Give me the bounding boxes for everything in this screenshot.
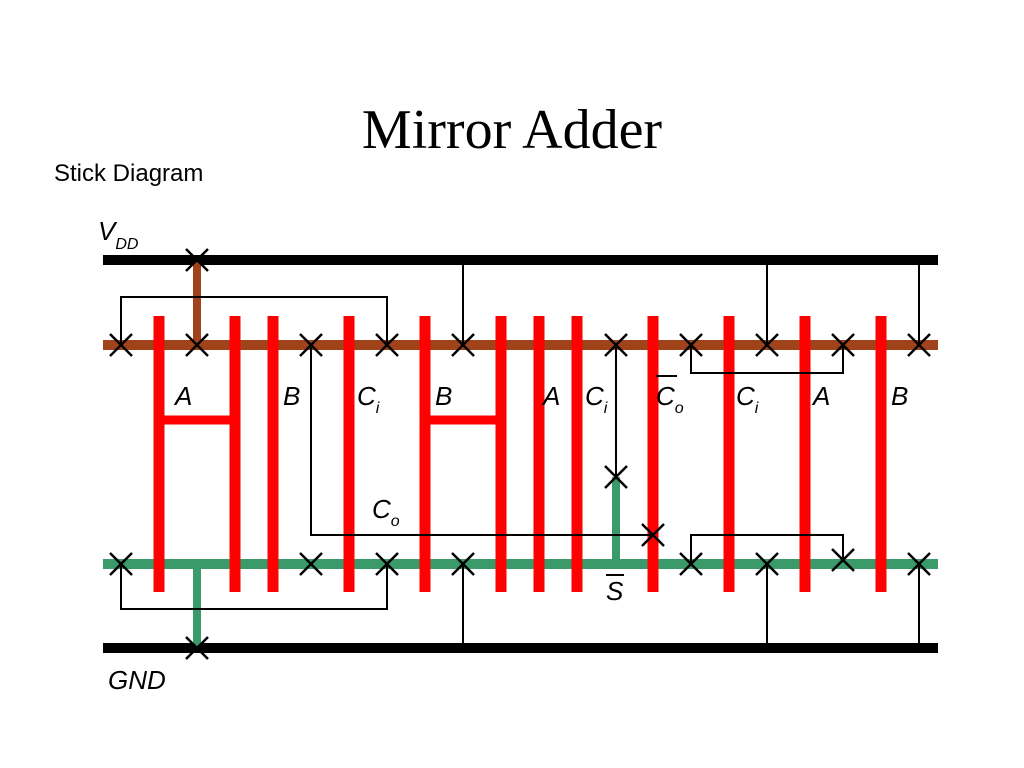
contact-cross xyxy=(185,333,209,357)
gnd-label: GND xyxy=(108,665,166,695)
metal-ndiff-link-1 xyxy=(120,564,388,610)
co-node-label: Co xyxy=(372,494,400,530)
contacts xyxy=(109,248,931,660)
diagram-subtitle: Stick Diagram xyxy=(54,160,204,187)
vdd-label-sub: DD xyxy=(115,236,139,253)
gate-label-a1: A xyxy=(173,381,192,411)
contact-cross xyxy=(299,333,323,357)
contact-cross xyxy=(185,248,209,272)
contact-cross xyxy=(375,552,399,576)
contact-cross xyxy=(185,636,209,660)
contact-cross xyxy=(299,552,323,576)
metal-wires xyxy=(120,260,920,648)
contact-cross xyxy=(755,552,779,576)
gate-label-b2: B xyxy=(435,381,452,411)
metal-co-node xyxy=(310,345,653,536)
contact-cross xyxy=(109,333,133,357)
slide-title: Mirror Adder xyxy=(361,99,663,161)
gate-label-a3: A xyxy=(811,381,830,411)
metal-ndiff-link-2 xyxy=(690,534,844,564)
contact-cross xyxy=(679,333,703,357)
contact-cross xyxy=(755,333,779,357)
gate-label-ci3: Ci xyxy=(736,381,759,417)
gate-label-ci1: Ci xyxy=(357,381,380,417)
vdd-label-main: V xyxy=(98,216,118,246)
contact-cross xyxy=(109,552,133,576)
contact-cross xyxy=(451,552,475,576)
contact-cross xyxy=(641,523,665,547)
poly-gates xyxy=(153,316,887,592)
contact-cross xyxy=(604,465,628,489)
contact-cross xyxy=(375,333,399,357)
metal-pdiff-link-1 xyxy=(120,296,388,345)
contact-cross xyxy=(907,552,931,576)
contact-cross xyxy=(831,548,855,572)
labels: VDD GND A B Ci B A Ci Co Ci A B Co S xyxy=(98,216,908,695)
gate-label-ci2: Ci xyxy=(585,381,608,417)
gate-label-a2: A xyxy=(541,381,560,411)
gate-label-co-bar: Co xyxy=(656,381,684,417)
gate-label-b1: B xyxy=(283,381,300,411)
contact-cross xyxy=(451,333,475,357)
contact-cross xyxy=(604,333,628,357)
contact-cross xyxy=(679,552,703,576)
s-bar-label: S xyxy=(606,576,624,606)
vdd-label: VDD xyxy=(98,216,139,253)
contact-cross xyxy=(831,333,855,357)
metal-pdiff-link-2 xyxy=(690,345,844,374)
gate-label-b3: B xyxy=(891,381,908,411)
contact-cross xyxy=(907,333,931,357)
